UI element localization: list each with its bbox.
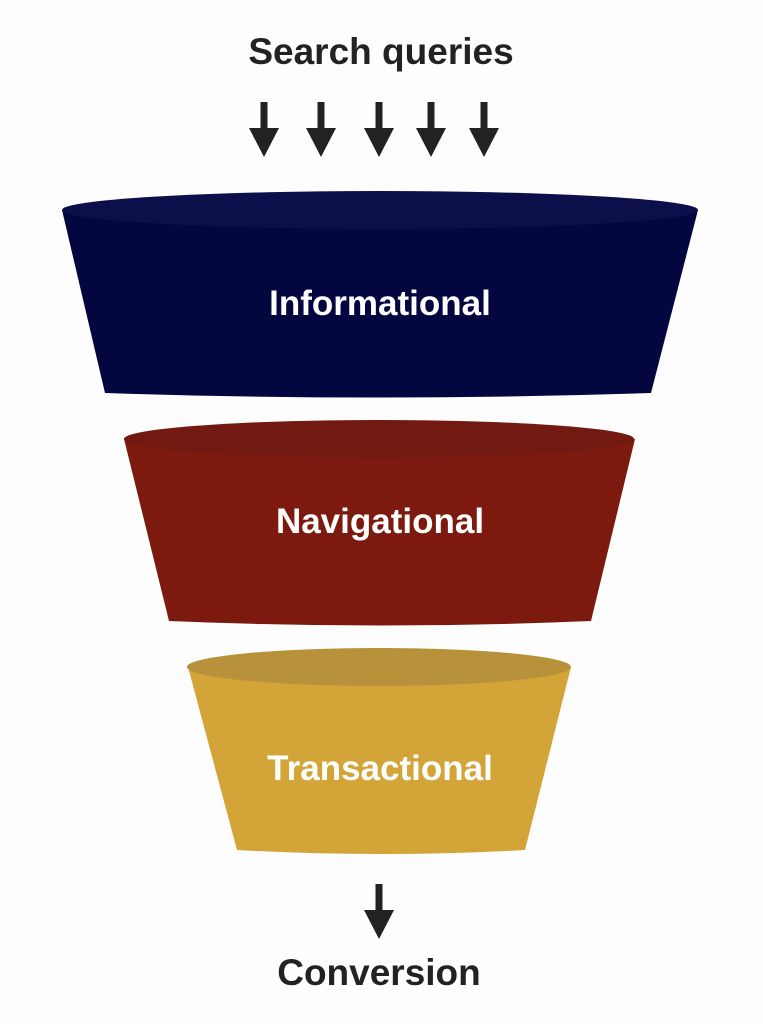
stage-label-navigational: Navigational (276, 502, 484, 541)
stage-label-transactional: Transactional (267, 749, 493, 788)
stage-rim (124, 420, 634, 458)
down-arrow-icon (469, 102, 499, 157)
title-search-queries: Search queries (248, 31, 513, 72)
stage-label-informational: Informational (269, 284, 491, 323)
down-arrow-icon (364, 884, 394, 939)
footer-conversion: Conversion (277, 952, 481, 993)
down-arrow-icon (364, 102, 394, 157)
down-arrow-icon (306, 102, 336, 157)
down-arrow-icon (249, 102, 279, 157)
stage-body (62, 210, 698, 398)
stage-body (124, 439, 635, 626)
funnel-stage-transactional: Transactional (187, 648, 571, 854)
stage-body (188, 667, 571, 854)
down-arrow-icon (416, 102, 446, 157)
input-arrows (249, 102, 499, 157)
funnel-stage-navigational: Navigational (124, 420, 635, 626)
funnel-stage-informational: Informational (62, 191, 698, 398)
stage-rim (187, 648, 571, 686)
stage-rim (62, 191, 698, 229)
